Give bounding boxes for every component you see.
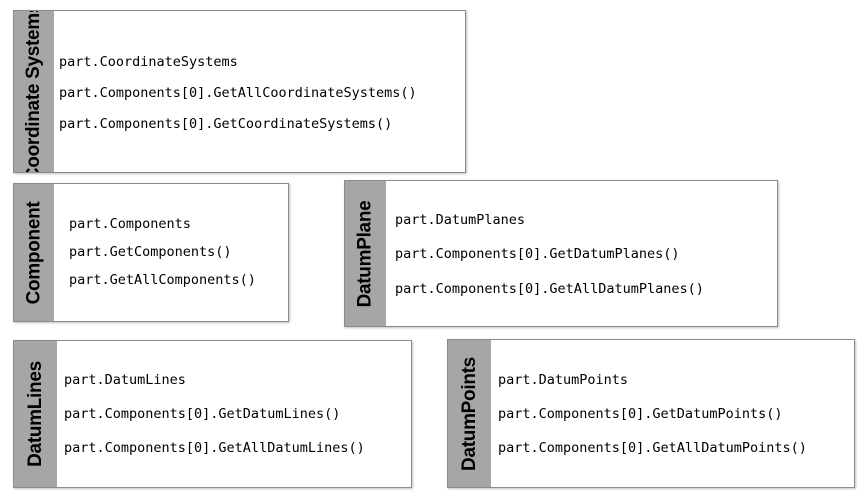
datum-points-panel: DatumPoints part.DatumPoints part.Compon… <box>447 339 855 488</box>
datum-lines-tab: DatumLines <box>14 341 57 487</box>
datum-points-title: DatumPoints <box>458 356 480 471</box>
code-line: part.GetAllComponents() <box>69 272 256 288</box>
code-line: part.Components[0].GetAllDatumLines() <box>64 440 365 456</box>
code-line: part.GetComponents() <box>69 244 232 260</box>
datum-lines-panel: DatumLines part.DatumLines part.Componen… <box>13 340 412 488</box>
component-title: Component <box>23 201 44 304</box>
code-line: part.Components <box>69 216 191 232</box>
component-tab: Component <box>14 184 54 321</box>
code-line: part.Components[0].GetAllDatumPlanes() <box>395 281 704 297</box>
coordinate-systems-title: Coordinate Systems <box>23 11 45 172</box>
coordinate-systems-tab: Coordinate Systems <box>14 11 54 172</box>
code-line: part.Components[0].GetAllDatumPoints() <box>498 440 807 456</box>
code-line: part.DatumLines <box>64 372 186 388</box>
datum-lines-title: DatumLines <box>24 361 46 467</box>
code-line: part.Components[0].GetDatumPoints() <box>498 406 783 422</box>
code-line: part.DatumPlanes <box>395 212 526 228</box>
code-line: part.Components[0].GetCoordinateSystems(… <box>59 116 393 132</box>
datum-plane-panel: DatumPlane part.DatumPlanes part.Compone… <box>344 180 778 327</box>
code-line: part.CoordinateSystems <box>59 54 238 70</box>
datum-points-tab: DatumPoints <box>448 340 491 487</box>
code-line: part.Components[0].GetDatumLines() <box>64 406 341 422</box>
code-line: part.DatumPoints <box>498 372 629 388</box>
datum-plane-title: DatumPlane <box>354 200 376 307</box>
component-panel: Component part.Components part.GetCompon… <box>13 183 289 322</box>
coordinate-systems-panel: Coordinate Systems part.CoordinateSystem… <box>13 10 466 173</box>
datum-plane-tab: DatumPlane <box>345 181 386 326</box>
code-line: part.Components[0].GetDatumPlanes() <box>395 246 680 262</box>
code-line: part.Components[0].GetAllCoordinateSyste… <box>59 85 417 101</box>
